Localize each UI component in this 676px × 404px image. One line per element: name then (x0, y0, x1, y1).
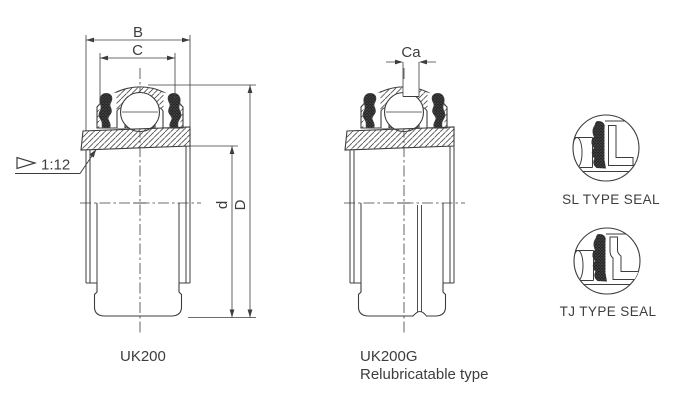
dim-label-b: B (133, 24, 143, 41)
lube-notch (402, 79, 420, 97)
dim-ca (386, 59, 436, 97)
dim-label-d-small: d (214, 201, 231, 209)
taper-label: 1:12 (41, 157, 70, 174)
dim-c (99, 53, 176, 103)
sl-seal-detail: SL TYPE SEAL (562, 114, 660, 207)
sl-seal-label: SL TYPE SEAL (562, 192, 660, 207)
taper-annotation: 1:12 (15, 149, 97, 174)
uk200g-subcaption: Relubricatable type (360, 366, 488, 383)
dim-b (85, 35, 191, 131)
taper-symbol-icon (16, 156, 38, 170)
uk200g-bearing-section (344, 68, 465, 335)
dim-d-big (148, 84, 256, 318)
dim-label-c: C (132, 42, 143, 59)
uk200g-caption: UK200G (360, 348, 418, 365)
sl-slinger (608, 125, 634, 166)
dim-label-d-big: D (232, 199, 249, 210)
uk200-caption: UK200 (120, 348, 166, 365)
grease-passage (412, 205, 428, 320)
uk200-bearing-section (80, 68, 201, 335)
uk200g-view: Ca UK200G Relubricatable type (344, 44, 488, 383)
tj-seal-detail: TJ TYPE SEAL (560, 227, 657, 319)
tj-seal-label: TJ TYPE SEAL (560, 304, 657, 319)
dim-d-small (189, 145, 238, 318)
dim-label-ca: Ca (401, 44, 421, 61)
uk200-view: B C d D 1:12 UK200 (15, 24, 256, 365)
